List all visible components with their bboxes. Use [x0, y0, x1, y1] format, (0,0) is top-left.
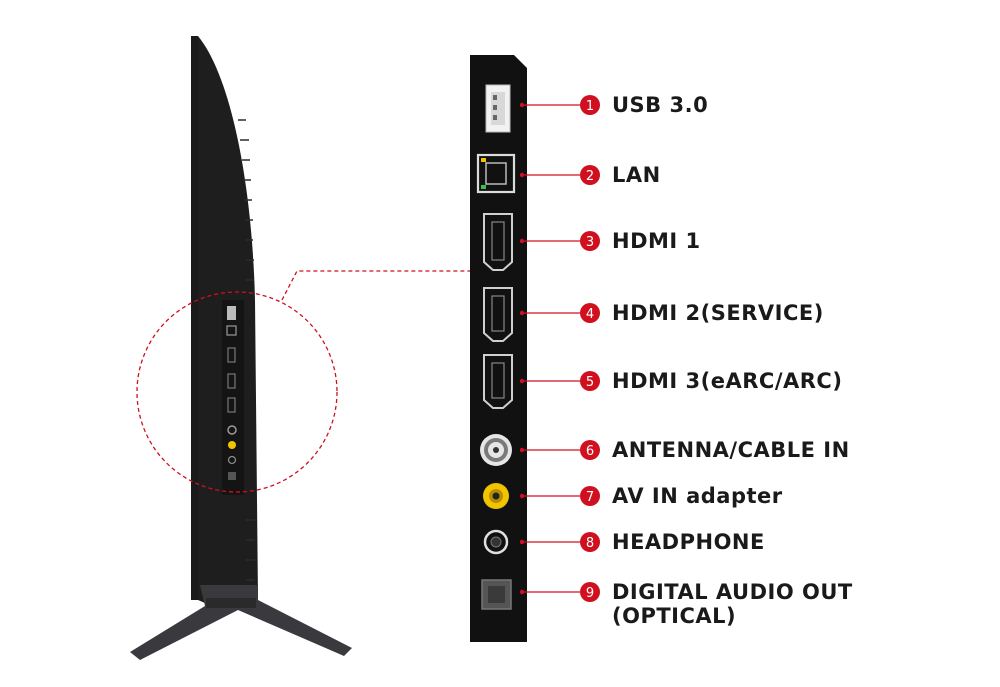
tv-panel-edge	[191, 36, 198, 600]
port-label-hdmi-2: HDMI 2(SERVICE)	[612, 301, 824, 325]
number-badge-9: 9	[580, 582, 600, 602]
tv-side-view	[130, 36, 352, 660]
coaxial-port-icon	[480, 434, 512, 466]
number-badge-5: 5	[580, 371, 600, 391]
number-badge-7-text: 7	[586, 490, 594, 505]
port-label-headphone: HEADPHONE	[612, 530, 765, 554]
port-label-usb: USB 3.0	[612, 93, 709, 117]
ethernet-port-icon	[476, 153, 516, 194]
number-badge-7: 7	[580, 486, 600, 506]
number-badge-2-text: 2	[586, 169, 594, 184]
port-label-lan: LAN	[612, 163, 661, 187]
number-badge-4-text: 4	[586, 307, 594, 322]
number-badge-6: 6	[580, 440, 600, 460]
port-label-digital-audio: DIGITAL AUDIO OUT (OPTICAL)	[612, 580, 853, 628]
number-badge-1: 1	[580, 95, 600, 115]
number-badge-3-text: 3	[586, 235, 594, 250]
leader-lines	[522, 104, 580, 593]
number-badge-3: 3	[580, 231, 600, 251]
number-badge-2: 2	[580, 165, 600, 185]
usb-port-icon	[485, 84, 511, 133]
port-label-hdmi-3: HDMI 3(eARC/ARC)	[612, 369, 843, 393]
number-badge-9-text: 9	[586, 586, 594, 601]
port-label-hdmi-1: HDMI 1	[612, 229, 701, 253]
tv-vent-texture	[238, 119, 255, 581]
av-in-port-icon	[483, 483, 509, 509]
number-badge-8-text: 8	[586, 536, 594, 551]
port-label-antenna: ANTENNA/CABLE IN	[612, 438, 850, 462]
number-badge-4: 4	[580, 303, 600, 323]
number-badge-1-text: 1	[586, 99, 594, 114]
port-label-av-in: AV IN adapter	[612, 484, 783, 508]
hdmi-port-icon	[483, 287, 513, 342]
zoom-connector-line	[281, 270, 472, 301]
tv-stand	[130, 585, 352, 660]
number-badge-8: 8	[580, 532, 600, 552]
number-badge-5-text: 5	[586, 375, 594, 390]
zoom-highlight-circle	[136, 291, 338, 493]
hdmi-port-icon	[483, 354, 513, 409]
number-badge-6-text: 6	[586, 444, 594, 459]
headphone-jack-icon	[483, 529, 509, 555]
optical-port-icon	[481, 579, 512, 610]
hdmi-port-icon	[483, 213, 513, 271]
